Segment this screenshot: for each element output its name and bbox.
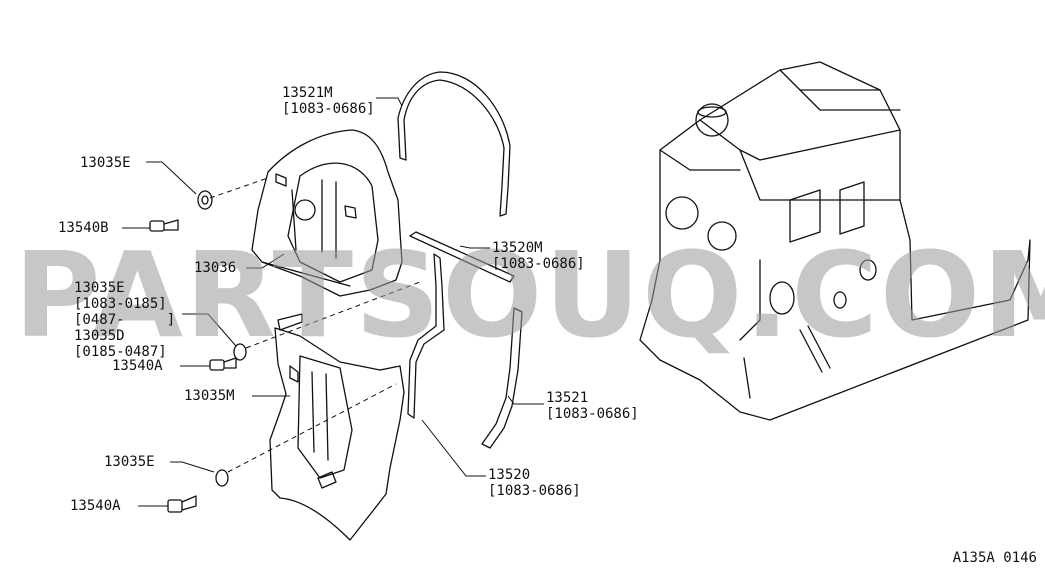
- callout-13520m: 13520M [1083-0686]: [492, 240, 585, 272]
- washer-13035e-middle: [233, 343, 247, 361]
- diagram-code: A135A 0146: [952, 550, 1037, 566]
- lower-timing-cover-13035m: [269, 313, 405, 541]
- callout-13520: 13520 [1083-0686]: [488, 467, 581, 499]
- washer-13035e-lower: [215, 469, 229, 487]
- gasket-13520m: [409, 231, 515, 283]
- callout-13540a-lower: 13540A: [70, 498, 121, 514]
- callout-13035e-upper: 13035E: [80, 155, 131, 171]
- callout-13521m: 13521M [1083-0686]: [282, 85, 375, 117]
- callout-13035e-13035d: 13035E [1083-0185] [0487- ] 13035D [0185…: [74, 280, 176, 360]
- bolt-13540b: [149, 219, 179, 232]
- washer-13035e-upper: [197, 190, 213, 210]
- watermark: PARTSOUQ.COM: [14, 226, 1045, 364]
- callout-13036: 13036: [194, 260, 237, 276]
- callout-13540b: 13540B: [58, 220, 109, 236]
- gasket-13521m: [397, 71, 511, 217]
- callout-13035m: 13035M: [184, 388, 235, 404]
- upper-timing-cover-13036: [251, 129, 403, 297]
- engine-block: [639, 61, 1031, 421]
- bolt-13540a-lower: [167, 495, 197, 513]
- gasket-13520: [407, 253, 445, 419]
- callout-13035e-lower: 13035E: [104, 454, 155, 470]
- leader-lines: [122, 97, 544, 507]
- gasket-13521: [481, 307, 523, 449]
- callout-13521: 13521 [1083-0686]: [546, 390, 639, 422]
- alignment-lines: [209, 177, 421, 473]
- callout-13540a-middle: 13540A: [112, 358, 163, 374]
- bolt-13540a-middle: [209, 357, 237, 371]
